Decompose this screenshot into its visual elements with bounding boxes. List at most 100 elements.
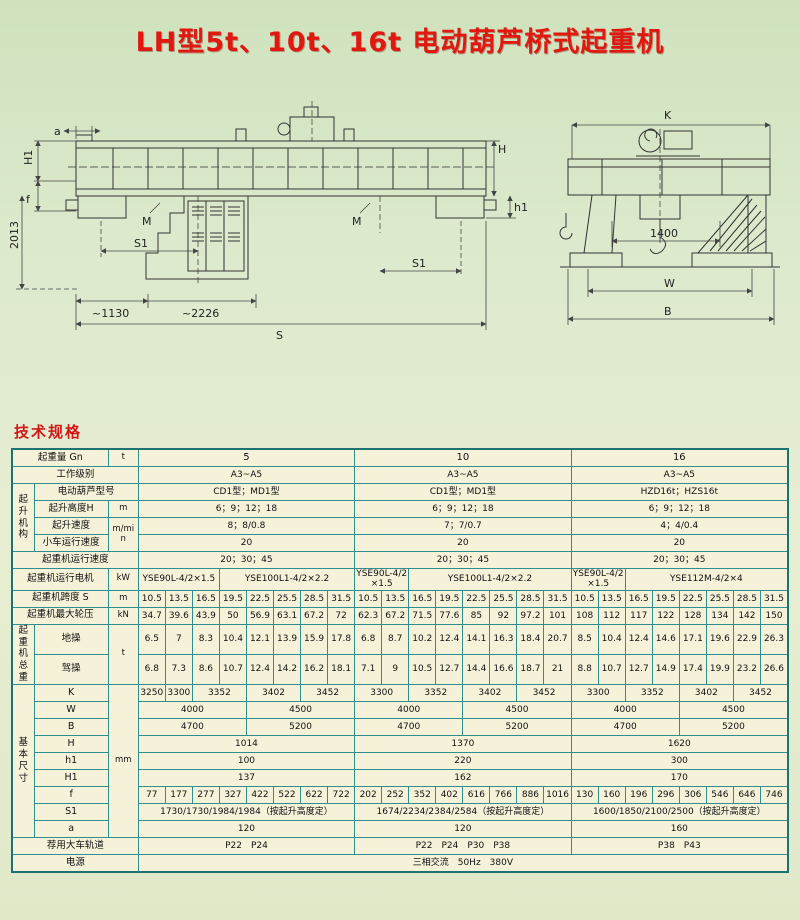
value-cell: 10.5 bbox=[137, 589, 166, 608]
value-cell: 5200 bbox=[462, 718, 572, 737]
value-cell: 4000 bbox=[570, 701, 680, 720]
value-cell: 15.9 bbox=[300, 623, 329, 655]
value-cell: P22 P24 bbox=[137, 837, 356, 856]
value-cell: 3452 bbox=[516, 684, 572, 703]
value-cell: 296 bbox=[651, 786, 680, 805]
value-cell: 8；8/0.8 bbox=[137, 517, 356, 535]
value-cell: 63.1 bbox=[272, 606, 302, 625]
value-cell: 20 bbox=[570, 534, 789, 552]
value-cell: 20；30；45 bbox=[137, 551, 356, 569]
value-cell: 14.2 bbox=[272, 653, 302, 686]
value-cell: 4000 bbox=[137, 701, 247, 720]
unit-cell: mm bbox=[107, 684, 139, 839]
value-cell: 9 bbox=[381, 653, 410, 686]
value-cell: 三相交流 50Hz 380V bbox=[137, 854, 789, 873]
value-cell: 77.6 bbox=[435, 606, 464, 625]
group-label-cell: 起重机总重 bbox=[11, 623, 35, 686]
value-cell: 3300 bbox=[164, 684, 193, 703]
value-cell: 7.3 bbox=[164, 653, 193, 686]
tonnage-header-cell: 16 bbox=[570, 448, 789, 467]
value-cell: 16.6 bbox=[489, 653, 518, 686]
value-cell: 3352 bbox=[624, 684, 680, 703]
dim-s1-right-label: S1 bbox=[412, 257, 426, 270]
value-cell: 766 bbox=[489, 786, 518, 805]
row-label-cell: 电源 bbox=[11, 854, 139, 873]
value-cell: YSE100L1-4/2×2.2 bbox=[218, 568, 356, 591]
page-title: LH型5t、10t、16t 电动葫芦桥式起重机 bbox=[135, 27, 665, 58]
value-cell: 20 bbox=[354, 534, 572, 552]
value-cell: 25.5 bbox=[272, 589, 302, 608]
value-cell: 3250 bbox=[137, 684, 166, 703]
value-cell: 50 bbox=[218, 606, 247, 625]
value-cell: 13.9 bbox=[272, 623, 302, 655]
value-cell: 23.2 bbox=[732, 653, 761, 686]
value-cell: 522 bbox=[272, 786, 302, 805]
value-cell: 10.5 bbox=[354, 589, 383, 608]
value-cell: 43.9 bbox=[191, 606, 220, 625]
value-cell: 6.8 bbox=[354, 623, 383, 655]
value-cell: 20.7 bbox=[543, 623, 572, 655]
value-cell: 8.3 bbox=[191, 623, 220, 655]
value-cell: 137 bbox=[137, 769, 356, 788]
value-cell: 616 bbox=[462, 786, 491, 805]
row-label-cell: 起重机运行速度 bbox=[11, 551, 139, 569]
value-cell: 31.5 bbox=[543, 589, 572, 608]
value-cell: 28.5 bbox=[732, 589, 761, 608]
value-cell: 886 bbox=[516, 786, 545, 805]
value-cell: 12.1 bbox=[245, 623, 275, 655]
value-cell: 25.5 bbox=[489, 589, 518, 608]
row-label-cell: f bbox=[33, 786, 109, 805]
value-cell: 12.7 bbox=[435, 653, 464, 686]
value-cell: YSE112M-4/2×4 bbox=[624, 568, 789, 591]
value-cell: 67.2 bbox=[381, 606, 410, 625]
value-cell: 134 bbox=[705, 606, 734, 625]
value-cell: 16.5 bbox=[624, 589, 653, 608]
value-cell: 4700 bbox=[570, 718, 680, 737]
value-cell: 1600/1850/2100/2500（按起升高度定） bbox=[570, 803, 789, 822]
value-cell: 3402 bbox=[462, 684, 518, 703]
value-cell: 196 bbox=[624, 786, 653, 805]
value-cell: 122 bbox=[651, 606, 680, 625]
value-cell: 3352 bbox=[191, 684, 247, 703]
value-cell: 17.4 bbox=[678, 653, 707, 686]
value-cell: A3~A5 bbox=[354, 466, 572, 484]
end-view-structure bbox=[559, 128, 780, 268]
value-cell: 100 bbox=[137, 752, 356, 771]
value-cell: 170 bbox=[570, 769, 789, 788]
value-cell: 77 bbox=[137, 786, 166, 805]
unit-cell: kN bbox=[107, 606, 139, 625]
value-cell: 7 bbox=[164, 623, 193, 655]
value-cell: 7.1 bbox=[354, 653, 383, 686]
value-cell: 28.5 bbox=[300, 589, 329, 608]
value-cell: 3402 bbox=[245, 684, 302, 703]
row-label-cell: 起重量 Gn bbox=[11, 448, 109, 467]
value-cell: 16.5 bbox=[408, 589, 437, 608]
value-cell: 101 bbox=[543, 606, 572, 625]
value-cell: 327 bbox=[218, 786, 247, 805]
value-cell: 14.6 bbox=[651, 623, 680, 655]
dim-1130-label: ~1130 bbox=[92, 307, 129, 320]
row-label-cell: H1 bbox=[33, 769, 109, 788]
value-cell: 4500 bbox=[678, 701, 789, 720]
dim-2226-label: ~2226 bbox=[182, 307, 219, 320]
row-label-cell: B bbox=[33, 718, 109, 737]
row-label-cell: S1 bbox=[33, 803, 109, 822]
row-label-cell: h1 bbox=[33, 752, 109, 771]
value-cell: YSE90L-4/2×1.5 bbox=[137, 568, 220, 591]
row-label-cell: 荐用大车轨道 bbox=[11, 837, 139, 856]
dim-k-label: K bbox=[664, 109, 672, 122]
dim-s1-left-label: S1 bbox=[134, 237, 148, 250]
value-cell: 18.4 bbox=[516, 623, 545, 655]
value-cell: 220 bbox=[354, 752, 572, 771]
value-cell: 162 bbox=[354, 769, 572, 788]
value-cell: 19.5 bbox=[218, 589, 247, 608]
catalog-page: { "page": { "title": "LH型5t、10t、16t 电动葫芦… bbox=[0, 20, 800, 920]
value-cell: 17.8 bbox=[327, 623, 356, 655]
unit-cell: m bbox=[107, 589, 139, 608]
value-cell: 402 bbox=[435, 786, 464, 805]
value-cell: 4500 bbox=[462, 701, 572, 720]
value-cell: 85 bbox=[462, 606, 491, 625]
dim-w-label: W bbox=[664, 277, 675, 290]
dim-f-label: f bbox=[26, 193, 31, 206]
dim-s-label: S bbox=[276, 329, 283, 342]
